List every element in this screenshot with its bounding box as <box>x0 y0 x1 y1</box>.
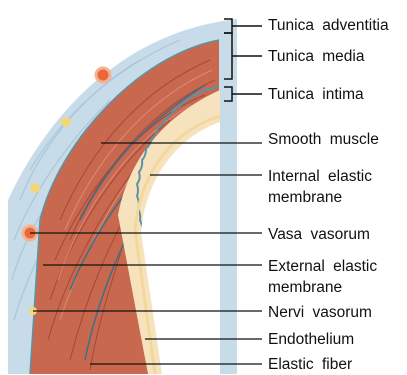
label-external-elastic-line1: External elastic <box>268 256 377 277</box>
nervi-vasorum-bundle <box>61 117 71 127</box>
label-smooth-muscle: Smooth muscle <box>268 129 379 150</box>
label-vasa-vasorum: Vasa vasorum <box>268 224 370 245</box>
label-tunica-media: Tunica media <box>268 46 364 67</box>
label-nervi-vasorum: Nervi vasorum <box>268 302 372 323</box>
label-tunica-intima: Tunica intima <box>268 84 364 105</box>
nervi-vasorum-bundle <box>30 183 40 193</box>
label-external-elastic-line2: membrane <box>268 277 342 298</box>
label-internal-elastic-line2: membrane <box>268 187 342 208</box>
vasa-vasorum-vessel <box>96 68 110 82</box>
label-endothelium: Endothelium <box>268 329 354 350</box>
label-tunica-adventitia: Tunica adventitia <box>268 15 389 36</box>
label-elastic-fiber: Elastic fiber <box>268 354 352 375</box>
label-internal-elastic-line1: Internal elastic <box>268 166 372 187</box>
